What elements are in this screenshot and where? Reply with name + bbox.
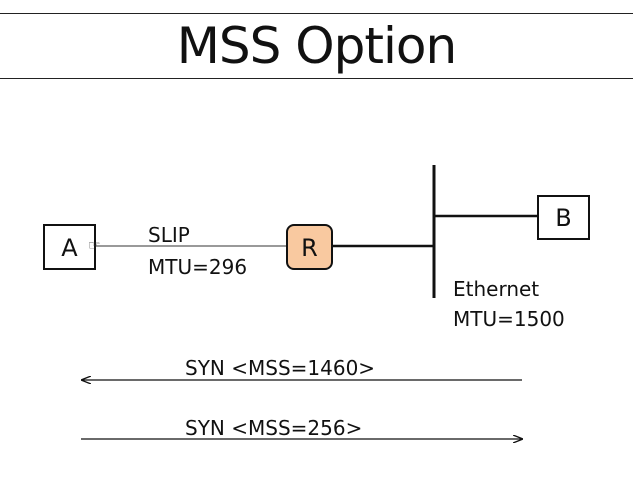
slide-title: MSS Option xyxy=(176,17,457,75)
syn-mss-256-label: SYN <MSS=256> xyxy=(185,416,363,440)
ethernet-label: Ethernet xyxy=(453,277,540,301)
slip-label: SLIP xyxy=(148,223,190,247)
title-rule-top xyxy=(0,13,633,14)
host-b-label: B xyxy=(555,204,571,232)
hand-cursor-icon: ☞ xyxy=(88,238,101,254)
ethernet-mtu-label: MTU=1500 xyxy=(453,307,565,331)
syn-mss-1460-label: SYN <MSS=1460> xyxy=(185,356,376,380)
slip-mtu-label: MTU=296 xyxy=(148,255,248,279)
router-label: R xyxy=(301,234,318,262)
title-rule-bottom xyxy=(0,78,633,79)
host-a-box xyxy=(43,224,96,270)
host-b-box xyxy=(537,195,590,240)
host-a-label: A xyxy=(61,234,78,262)
